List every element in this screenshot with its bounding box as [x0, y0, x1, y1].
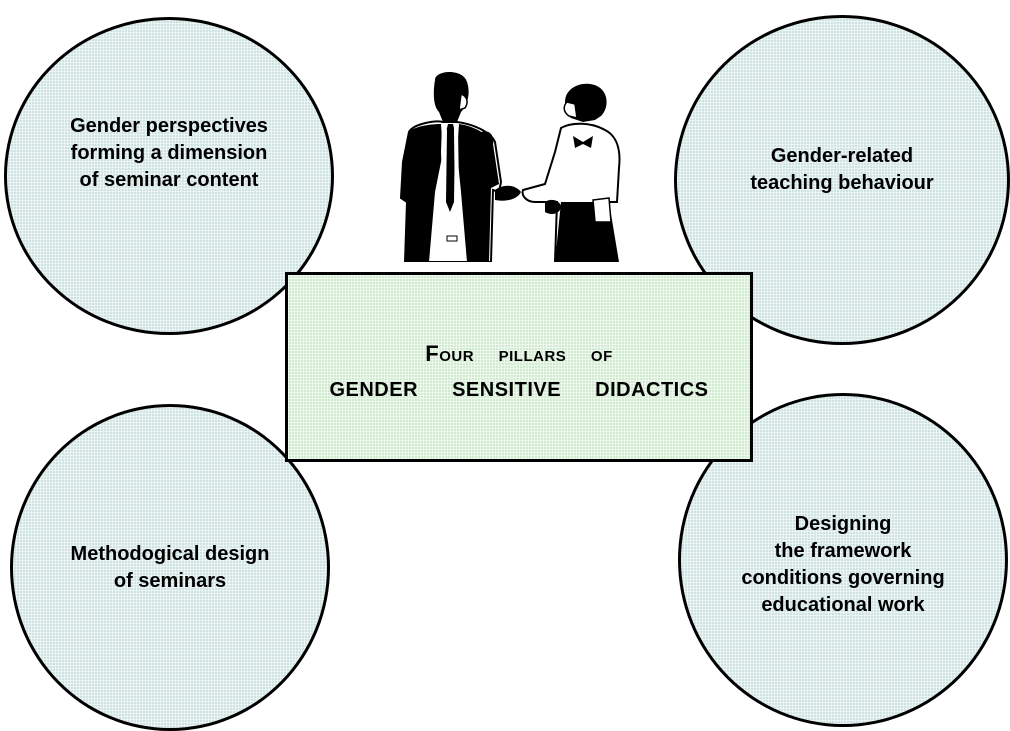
woman-silhouette-icon: [521, 83, 621, 262]
man-silhouette-icon: [399, 72, 521, 262]
pillar-label: Designing the framework conditions gover…: [741, 513, 945, 616]
handshake-silhouette-icon: [399, 72, 621, 262]
center-title-box: Four pillars of GENDER SENSITIVE DIDACTI…: [285, 272, 753, 462]
center-title-line1: Four pillars of: [425, 341, 613, 366]
pillar-circle-methodogical-design: Methodogical design of seminars: [10, 404, 330, 731]
pillar-label: Methodogical design of seminars: [70, 542, 270, 592]
pillar-label: Gender-related teaching behaviour: [750, 145, 934, 194]
pillar-label: Gender perspectives forming a dimension …: [70, 115, 268, 191]
pillar-circle-gender-perspectives: Gender perspectives forming a dimension …: [4, 17, 334, 335]
center-title-line2: GENDER SENSITIVE DIDACTICS: [329, 379, 709, 401]
